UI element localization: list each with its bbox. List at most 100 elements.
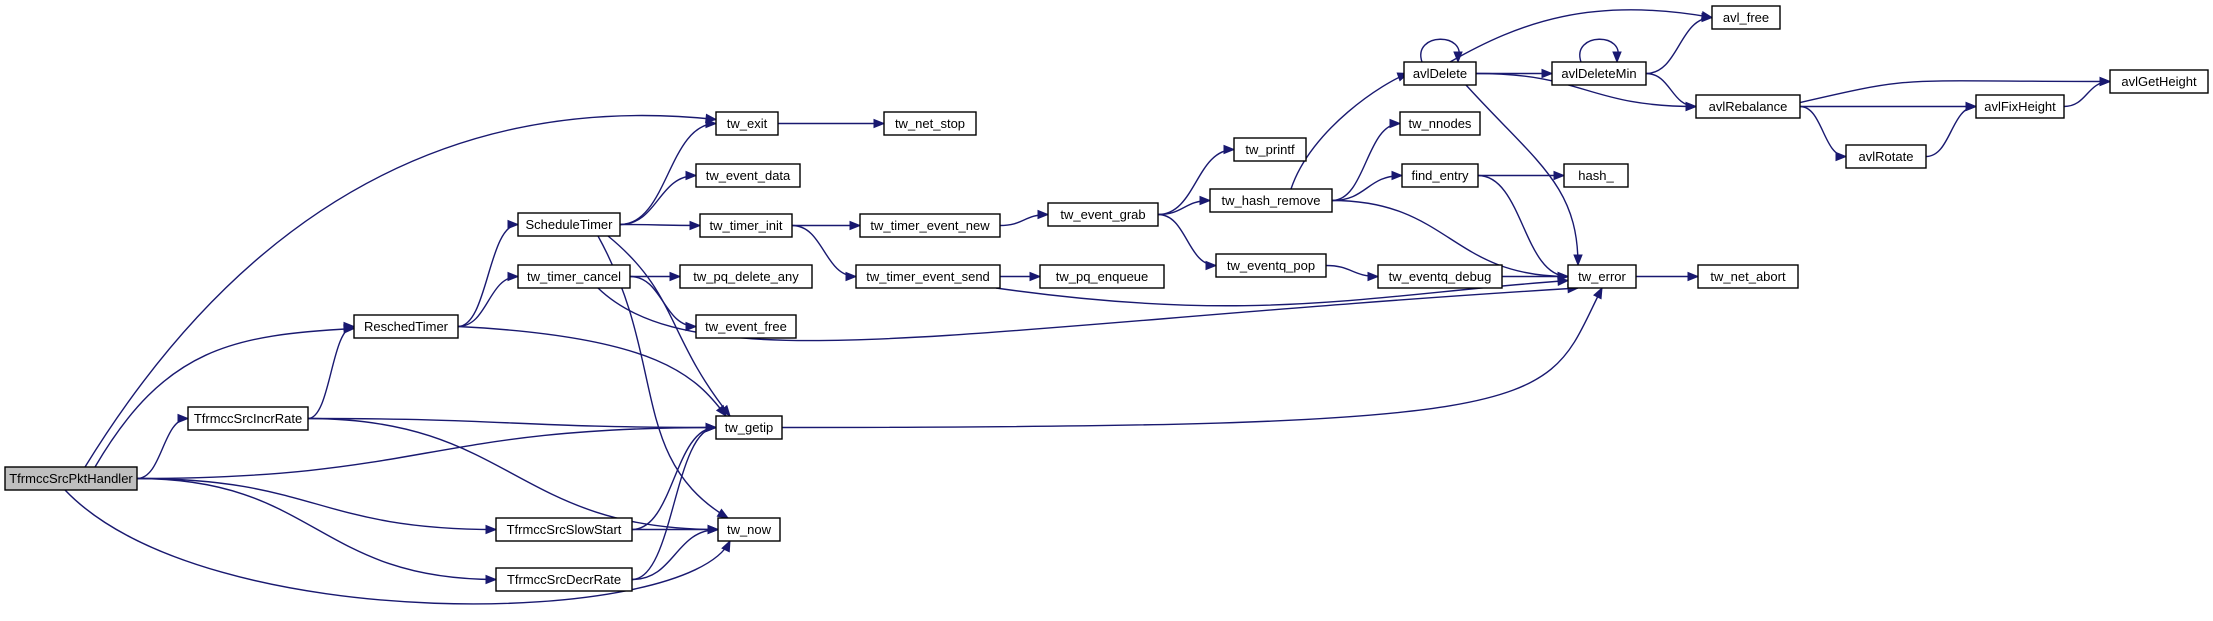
node-reschedtimer[interactable]: ReschedTimer <box>353 314 459 339</box>
node-tfrmccsrcpkthandler[interactable]: TfrmccSrcPktHandler <box>4 466 138 491</box>
edge-line <box>64 489 731 605</box>
node-tw-eventq-pop[interactable]: tw_eventq_pop <box>1215 253 1327 278</box>
node-label: tw_getip <box>725 420 773 435</box>
edge-line <box>781 287 1603 429</box>
node-label: tw_eventq_debug <box>1389 269 1492 284</box>
node-label: tw_pq_enqueue <box>1056 269 1149 284</box>
edge-line <box>2063 80 2111 108</box>
node-label: avlGetHeight <box>2121 74 2197 89</box>
node-tw-event-free[interactable]: tw_event_free <box>695 314 797 339</box>
node-avlfixheight[interactable]: avlFixHeight <box>1975 94 2065 119</box>
node-tw-hash-remove[interactable]: tw_hash_remove <box>1209 188 1333 213</box>
node-label: TfrmccSrcPktHandler <box>9 471 133 486</box>
edge-line <box>597 287 1579 342</box>
node-box <box>1047 202 1159 227</box>
edge-arrowhead <box>1223 144 1236 155</box>
node-avldelete[interactable]: avlDelete <box>1403 61 1477 86</box>
edge-avldeletemin-to-avldeletemin <box>1579 38 1622 64</box>
node-tw-pq-delete-any[interactable]: tw_pq_delete_any <box>679 264 813 289</box>
node-avlrebalance[interactable]: avlRebalance <box>1695 94 1801 119</box>
node-box <box>1399 111 1481 136</box>
edge-tw-hash-remove-to-find-entry <box>1331 170 1404 202</box>
edge-line <box>84 114 717 468</box>
edge-line <box>1290 72 1409 190</box>
edge-tfrmccsrcslowstart-to-tw-getip <box>631 422 718 531</box>
edge-arrowhead <box>1029 271 1042 282</box>
edge-line <box>307 417 717 429</box>
node-tw-pq-enqueue[interactable]: tw_pq_enqueue <box>1039 264 1165 289</box>
node-tw-timer-cancel[interactable]: tw_timer_cancel <box>517 264 631 289</box>
edge-tfrmccsrcpkthandler-to-tfrmccsrcslowstart <box>136 477 498 535</box>
node-hash[interactable]: hash_ <box>1563 163 1629 188</box>
node-avlgetheight[interactable]: avlGetHeight <box>2109 69 2209 94</box>
edge-arrowhead <box>343 321 356 332</box>
node-tw-net-stop[interactable]: tw_net_stop <box>883 111 977 136</box>
node-tw-error[interactable]: tw_error <box>1567 264 1637 289</box>
node-tw-timer-event-new[interactable]: tw_timer_event_new <box>859 213 1001 238</box>
node-tw-timer-init[interactable]: tw_timer_init <box>699 213 793 238</box>
edge-arrowhead <box>1612 51 1622 64</box>
node-box <box>1695 94 1801 119</box>
node-box <box>717 517 781 542</box>
node-tw-event-grab[interactable]: tw_event_grab <box>1047 202 1159 227</box>
edge-find-entry-to-tw-error <box>1477 174 1570 282</box>
node-box <box>517 264 631 289</box>
node-avl-free[interactable]: avl_free <box>1711 5 1781 30</box>
node-label: tw_timer_event_send <box>866 269 990 284</box>
edge-arrowhead <box>721 539 731 553</box>
edge-line <box>1645 16 1713 75</box>
node-avlrotate[interactable]: avlRotate <box>1845 144 1927 169</box>
node-box <box>1403 61 1477 86</box>
node-label: tw_event_data <box>706 168 791 183</box>
edge-avlrebalance-to-avlfixheight <box>1800 101 1978 112</box>
edge-arrowhead <box>1389 118 1402 129</box>
node-tw-getip[interactable]: tw_getip <box>715 415 783 440</box>
edge-arrowhead <box>177 413 190 424</box>
edge-tfrmccsrcslowstart-to-tw-now <box>632 524 720 535</box>
node-find-entry[interactable]: find_entry <box>1401 163 1479 188</box>
node-tfrmccsrcslowstart[interactable]: TfrmccSrcSlowStart <box>495 517 633 542</box>
edge-line <box>1465 84 1579 266</box>
node-tfrmccsrcdecrrate[interactable]: TfrmccSrcDecrRate <box>495 567 633 592</box>
node-label: tw_timer_cancel <box>527 269 621 284</box>
node-box <box>1567 264 1637 289</box>
node-box <box>1215 253 1327 278</box>
edge-line <box>1925 105 1977 158</box>
node-box <box>1975 94 2065 119</box>
edge-find-entry-to-hash <box>1477 170 1566 181</box>
edge-arrowhead <box>1701 12 1714 23</box>
node-label: tw_exit <box>727 116 768 131</box>
edge-tw-event-grab-to-tw-printf <box>1157 144 1236 216</box>
edge-tfrmccsrcpkthandler-to-tw-now <box>64 489 731 605</box>
node-tw-now[interactable]: tw_now <box>717 517 781 542</box>
node-tfrmccsrcincrrate[interactable]: TfrmccSrcIncrRate <box>187 406 309 431</box>
node-tw-exit[interactable]: tw_exit <box>715 111 779 136</box>
edge-arrowhead <box>1541 68 1554 79</box>
edge-tw-timer-event-new-to-tw-event-grab <box>999 209 1050 227</box>
node-tw-nnodes[interactable]: tw_nnodes <box>1399 111 1481 136</box>
node-tw-net-abort[interactable]: tw_net_abort <box>1697 264 1799 289</box>
node-box <box>715 111 779 136</box>
node-box <box>695 314 797 339</box>
node-box <box>1563 163 1629 188</box>
edge-arrowhead <box>716 508 730 519</box>
edge-avldelete-to-avl-free <box>1449 9 1714 63</box>
edge-tw-timer-init-to-tw-timer-event-send <box>791 224 858 282</box>
node-box <box>4 466 138 491</box>
node-tw-event-data[interactable]: tw_event_data <box>695 163 801 188</box>
node-scheduletimer[interactable]: ScheduleTimer <box>517 212 621 237</box>
node-avldeletemin[interactable]: avlDeleteMin <box>1551 61 1647 86</box>
edge-line <box>1331 199 1569 278</box>
node-tw-printf[interactable]: tw_printf <box>1233 137 1307 162</box>
edge-arrowhead <box>1965 101 1978 112</box>
edge-tfrmccsrcpkthandler-to-tw-exit <box>84 113 718 468</box>
node-label: tw_now <box>727 522 772 537</box>
node-label: avl_free <box>1723 10 1769 25</box>
node-tw-timer-event-send[interactable]: tw_timer_event_send <box>855 264 1001 289</box>
edge-tfrmccsrcpkthandler-to-reschedtimer <box>94 324 356 468</box>
edge-tfrmccsrcdecrrate-to-tw-getip <box>631 422 718 581</box>
node-tw-eventq-debug[interactable]: tw_eventq_debug <box>1377 264 1503 289</box>
edge-tfrmccsrcincrrate-to-tw-now <box>307 417 720 535</box>
node-box <box>1039 264 1165 289</box>
edge-line <box>1799 80 2111 104</box>
